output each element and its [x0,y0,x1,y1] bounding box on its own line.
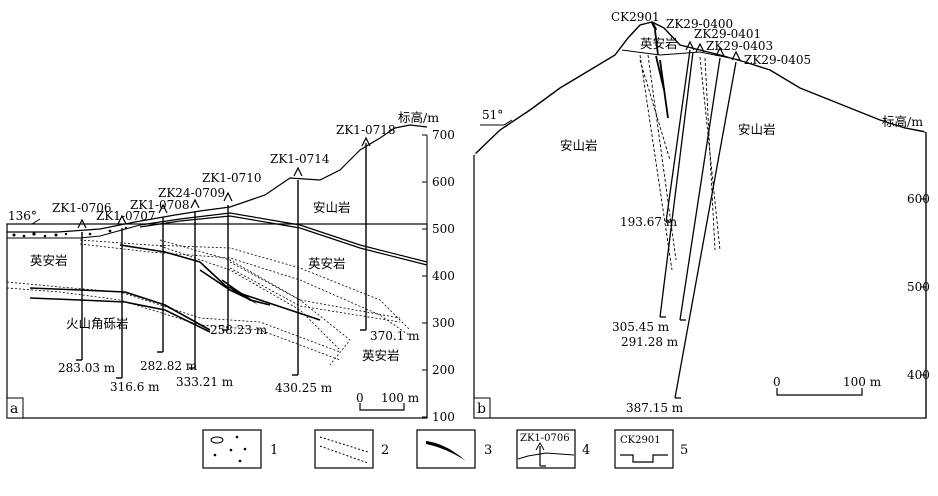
elev-tick-a-600: 600 [432,175,455,189]
elev-tick-a-700: 700 [432,128,455,142]
rock-label-breccia: 火山角砾岩 [66,316,129,331]
depth-label-zk1-0718: 370.1 m [370,329,420,343]
depth-label-zk1-0707: 316.6 m [110,380,160,394]
legend-swatch-dashed [314,429,374,469]
scale-length-b: 100 m [843,375,882,389]
panel-b-hole-arrows [685,40,741,61]
panel-b-ore-bodies [654,29,669,119]
rock-label-dacite-left: 英安岩 [30,253,68,268]
panel-b-terrain [473,21,927,156]
azimuth-arrow-b [480,119,513,126]
scale-length-a: 100 m [381,391,420,405]
hole-label-zk29-0405: ZK29-0405 [744,53,811,67]
rock-label-dacite-low: 英安岩 [362,348,400,363]
hole-label-zk24-0709: ZK24-0709 [158,186,225,200]
panel-b-elevation-axis [921,132,927,418]
scale-bar-b [776,388,863,396]
elev-tick-a-200: 200 [432,363,455,377]
panel-b-frame [473,19,927,419]
legend-swatch-conglomerate [202,429,262,469]
scale-bar-a [359,403,405,411]
elev-title-a: 标高/m [398,110,439,125]
hole-label-zk1-0714: ZK1-0714 [270,152,330,166]
elev-tick-a-300: 300 [432,316,455,330]
azimuth-label-a: 136° [8,209,37,223]
hole-label-zk29-0403: ZK29-0403 [706,39,773,53]
panel-a-conglomerate-base [7,224,141,239]
hole-label-zk29-0400: ZK29-0400 [666,17,733,31]
panel-a-hole-arrows [77,136,371,229]
panel-a-hole-ends [76,329,366,379]
legend-swatch-trench [614,429,674,469]
depth-label-zk29-0401: 305.45 m [612,320,670,334]
legend-num-3: 3 [484,443,492,458]
legend-swatch-orebody [416,429,476,469]
panel-b-drill-holes [659,49,737,399]
depth-label-zk29-0403: 291.28 m [621,335,679,349]
depth-label-zk1-0714: 430.25 m [275,381,333,395]
hole-label-zk1-0710: ZK1-0710 [202,171,262,185]
legend-num-1: 1 [270,443,278,458]
panel-a-terrain [7,124,428,233]
legend-num-5: 5 [680,443,688,458]
elev-tick-a-400: 400 [432,269,455,283]
elev-tick-b-600: 600 [907,192,930,206]
panel-b: CK2901 ZK29-0400 ZK29-0401 ZK29-0403 ZK2… [472,10,930,419]
rock-label-andesite-left-b: 安山岩 [560,138,598,153]
panel-a-ore-bodies [29,244,321,333]
legend-swatch-drillhole [516,429,576,469]
legend-sample-drillhole: ZK1-0706 [520,433,570,444]
panel-a-elevation-axis [422,134,428,418]
legend-num-4: 4 [582,443,590,458]
hole-label-zk1-0707: ZK1-0707 [96,209,156,223]
panel-b-trench-ck2901 [650,21,658,31]
rock-label-dacite-mid: 英安岩 [308,256,346,271]
hole-label-zk1-0706: ZK1-0706 [52,201,112,215]
hole-label-zk29-0401: ZK29-0401 [694,27,761,41]
panel-b-letter-box [473,397,491,419]
panel-a-ore-lens [225,285,258,305]
depth-label-zk1-0706: 283.03 m [58,361,116,375]
legend: 1 2 3 ZK1-0706 4 CK2901 5 [202,429,688,469]
panel-a-conglomerate-dots [12,226,128,238]
scale-zero-b: 0 [773,375,781,389]
depth-label-zk29-0405: 387.15 m [626,401,684,415]
panel-a-letter-box [6,397,24,419]
elev-tick-b-500: 500 [907,280,930,294]
depth-label-zk24-0709: 333.21 m [176,375,234,389]
hole-label-ck2901: CK2901 [611,10,660,24]
rock-label-andesite-right-b: 安山岩 [738,122,776,137]
scale-zero-a: 0 [356,391,364,405]
elev-tick-a-500: 500 [432,222,455,236]
rock-label-andesite: 安山岩 [313,200,351,215]
panel-b-hole-ends [660,221,686,399]
depth-label-zk1-0710: 258.23 m [210,323,268,337]
panel-b-dacite-base [621,49,741,61]
panel-a: ZK1-0706 ZK1-0707 ZK1-0708 ZK24-0709 ZK1… [6,110,455,424]
hole-label-zk1-0708: ZK1-0708 [130,198,190,212]
azimuth-label-b: 51° [482,108,503,122]
panel-a-ore-boundary-upper2 [139,215,428,266]
depth-label-zk1-0708: 282.82 m [140,359,198,373]
hole-label-zk1-0718: ZK1-0718 [336,123,396,137]
legend-num-2: 2 [381,443,389,458]
elev-title-b: 标高/m [882,114,923,129]
panel-a-letter: a [10,401,18,417]
legend-sample-trench: CK2901 [620,435,661,446]
panel-b-letter: b [477,401,486,417]
elev-tick-a-100: 100 [432,410,455,424]
azimuth-arrow-a [8,218,41,225]
panel-a-ore-boundary-upper [139,212,428,263]
elev-tick-b-400: 400 [907,368,930,382]
panel-a-drill-holes [81,143,367,378]
depth-label-zk29-0400: 193.67 m [620,215,678,229]
panel-b-alteration-dashes [639,54,721,271]
rock-label-dacite-b: 英安岩 [640,36,678,51]
